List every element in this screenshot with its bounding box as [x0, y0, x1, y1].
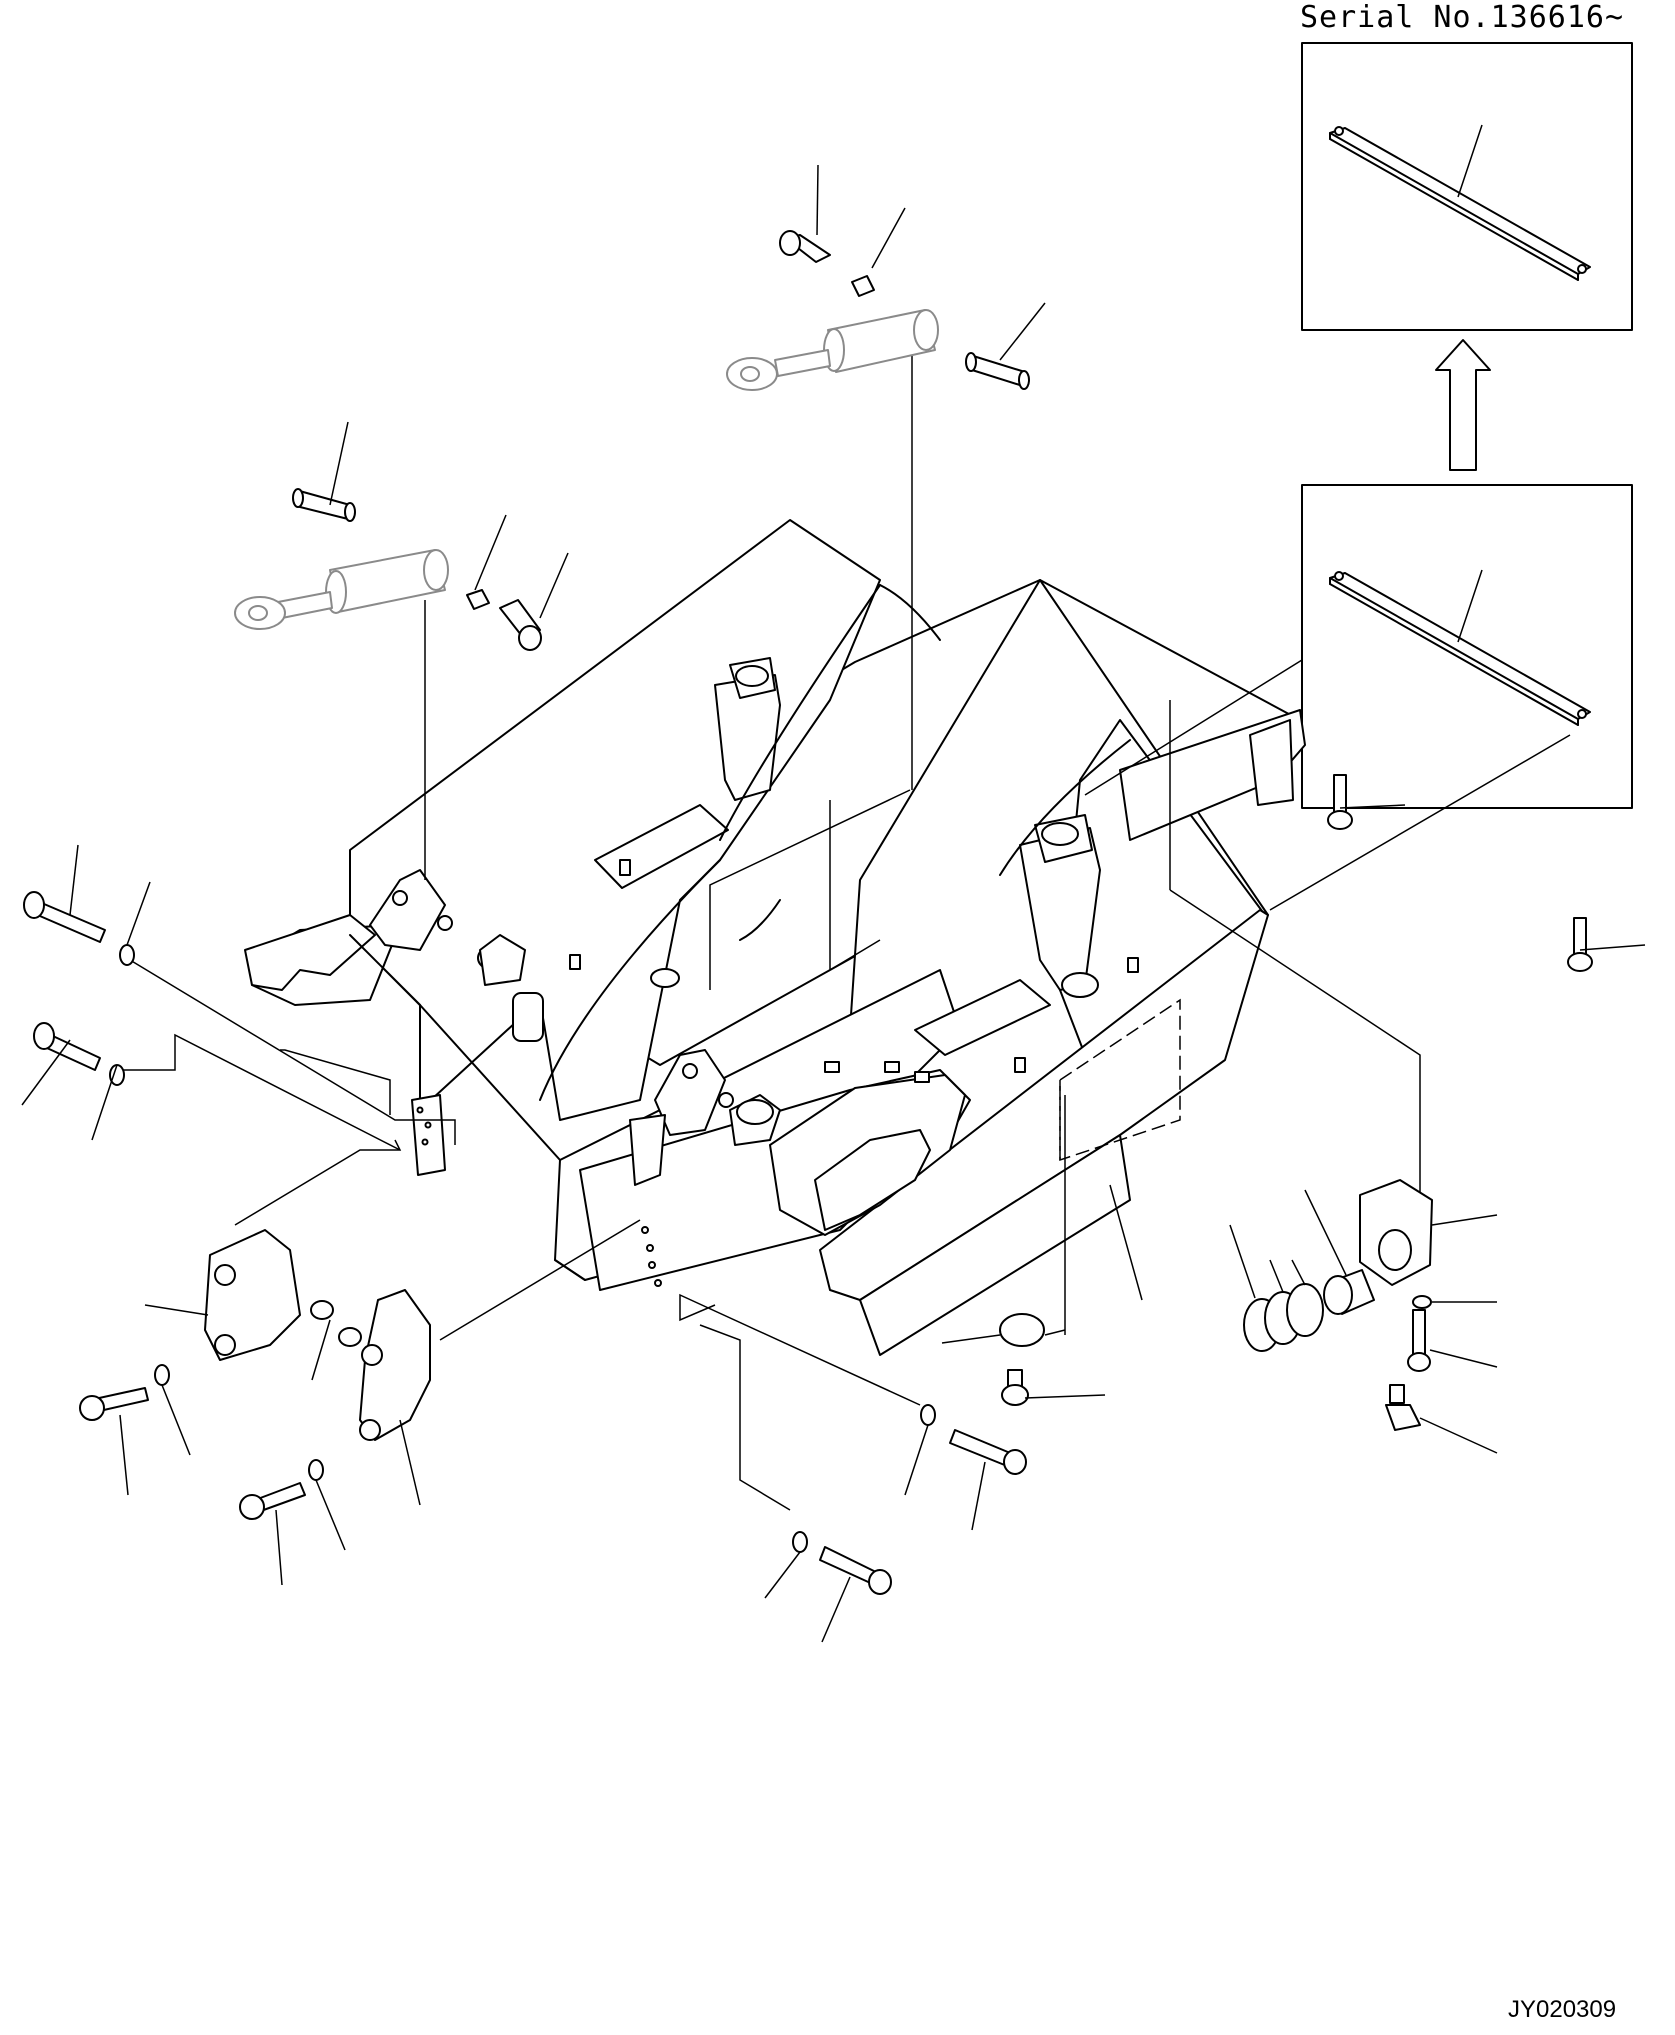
nut-left-1	[310, 1300, 334, 1320]
hardware-parts	[23, 230, 1593, 1595]
inset-panel-lower	[1301, 484, 1633, 809]
bolt-lower-left-2	[239, 1482, 306, 1520]
grease-fitting-1	[1001, 1369, 1029, 1406]
o-rings	[1243, 1283, 1324, 1352]
trunnion-cap-right	[359, 1289, 431, 1441]
bolt-left-1	[23, 891, 106, 943]
bolt-bottom-1	[949, 1429, 1027, 1475]
bolt-top-right	[779, 230, 831, 263]
leader-lines	[120, 355, 1571, 1511]
washer-right	[1412, 1295, 1432, 1309]
figure-code: JY020309	[1508, 1996, 1617, 2023]
bolt-right-vertical	[1407, 1309, 1431, 1372]
trunnion-cap-left	[204, 1229, 301, 1361]
washer-left-1	[119, 944, 135, 966]
washer-bottom-1	[920, 1404, 936, 1426]
bolt-left-2	[33, 1022, 101, 1071]
bushing-small	[999, 1313, 1045, 1347]
bolt-lower-left-1	[79, 1387, 149, 1421]
bolt-bottom-2	[819, 1546, 892, 1595]
shim-top-right	[851, 275, 875, 297]
bushing-large	[1323, 1269, 1375, 1315]
bolt-top-left	[499, 599, 542, 651]
bolt-upper-right	[1327, 774, 1353, 830]
inset-panel-upper	[1301, 42, 1633, 331]
washer-bottom-2	[792, 1531, 808, 1553]
mount-block	[1359, 1179, 1433, 1286]
nut-left-2	[338, 1327, 362, 1347]
washer-lower-left-2	[308, 1459, 324, 1481]
arrow-up-icon	[1435, 339, 1491, 471]
cylinder-right	[726, 309, 1030, 391]
callout-leaders	[21, 164, 1646, 1643]
washer-lower-left-1	[154, 1364, 170, 1386]
shim-top-left	[466, 589, 490, 610]
serial-number-label: Serial No.136616~	[1300, 0, 1625, 35]
grease-fitting-2	[1385, 1384, 1421, 1431]
bolt-far-right	[1567, 917, 1593, 972]
cylinder-left	[234, 488, 449, 630]
main-frame	[244, 519, 1306, 1356]
